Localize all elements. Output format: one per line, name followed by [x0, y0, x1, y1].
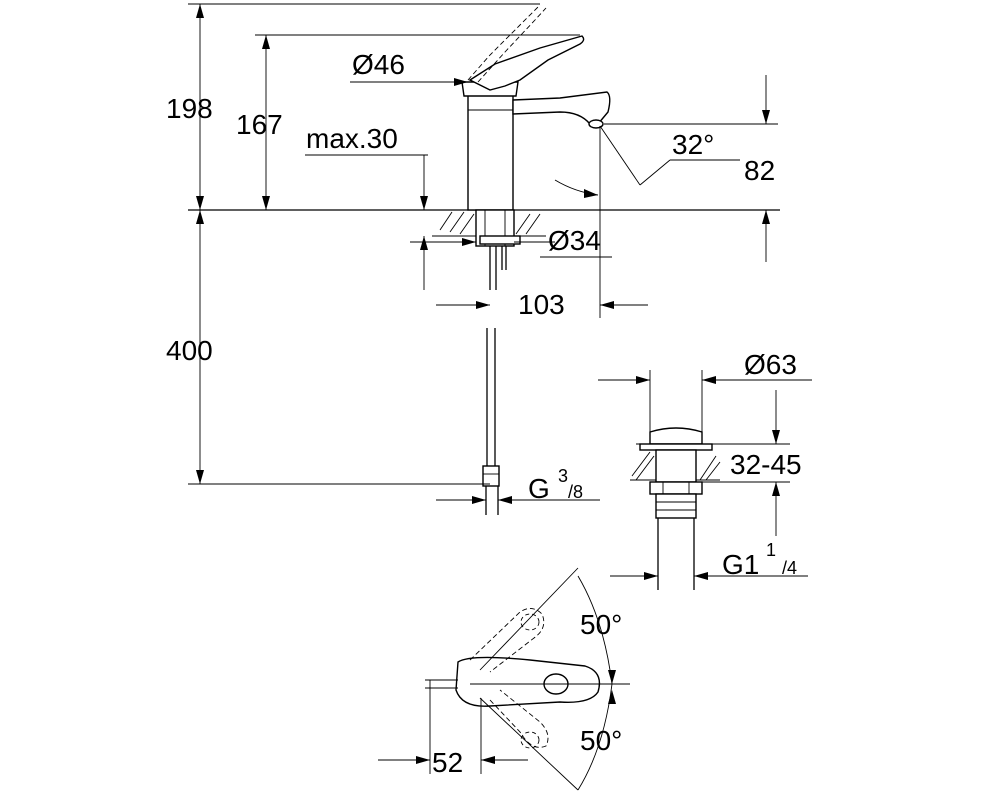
lever-rotated-up [469, 608, 545, 673]
dimension-labels: 198 167 Ø46 max.30 32° 82 Ø34 103 400 G … [166, 49, 802, 778]
dim-total-height: 198 [166, 93, 213, 124]
lever-rotated-down [489, 689, 549, 748]
lever-handle [468, 35, 585, 91]
dim-lever-offset: 52 [432, 747, 463, 778]
waste-nut [649, 481, 703, 495]
dim-waste-range: 32-45 [730, 449, 802, 480]
lever-top-view [378, 567, 630, 791]
dim-hose-length: 400 [166, 335, 213, 366]
dim-body-diameter: Ø46 [352, 49, 405, 80]
lever-raised-ghost [467, 4, 547, 83]
waste-plug [649, 427, 703, 445]
dim-lever-angle-top: 50° [580, 609, 622, 640]
dim-spout-height: 167 [236, 109, 283, 140]
deck-hatch [432, 211, 546, 237]
spout [512, 91, 611, 125]
dim-hose-thread-num: 3 [558, 466, 568, 486]
fixing-nut [479, 235, 521, 245]
dim-hose-thread-main: G [528, 473, 550, 504]
dim-waste-diameter: Ø63 [744, 349, 797, 380]
aerator [588, 119, 604, 129]
hose-fitting [482, 465, 500, 487]
dim-outlet-height: 82 [744, 155, 775, 186]
waste-drain [598, 370, 812, 590]
dim-hose-thread-den: /8 [568, 482, 583, 502]
lever-top [455, 656, 601, 707]
dim-spout-angle: 32° [672, 129, 714, 160]
dim-lever-angle-bottom: 50° [580, 725, 622, 756]
waste-hatch [630, 451, 721, 481]
dim-waste-thread-den: /4 [782, 558, 797, 578]
dim-max-deck: max.30 [306, 123, 398, 154]
faucet-body [467, 94, 514, 211]
dim-waste-thread-main: G1 [722, 549, 759, 580]
dim-waste-thread-num: 1 [766, 540, 776, 560]
dim-projection: 103 [518, 289, 565, 320]
dim-hole-diameter: Ø34 [548, 225, 601, 256]
faucet-side-view [188, 4, 780, 515]
dimension-lines [188, 3, 778, 504]
